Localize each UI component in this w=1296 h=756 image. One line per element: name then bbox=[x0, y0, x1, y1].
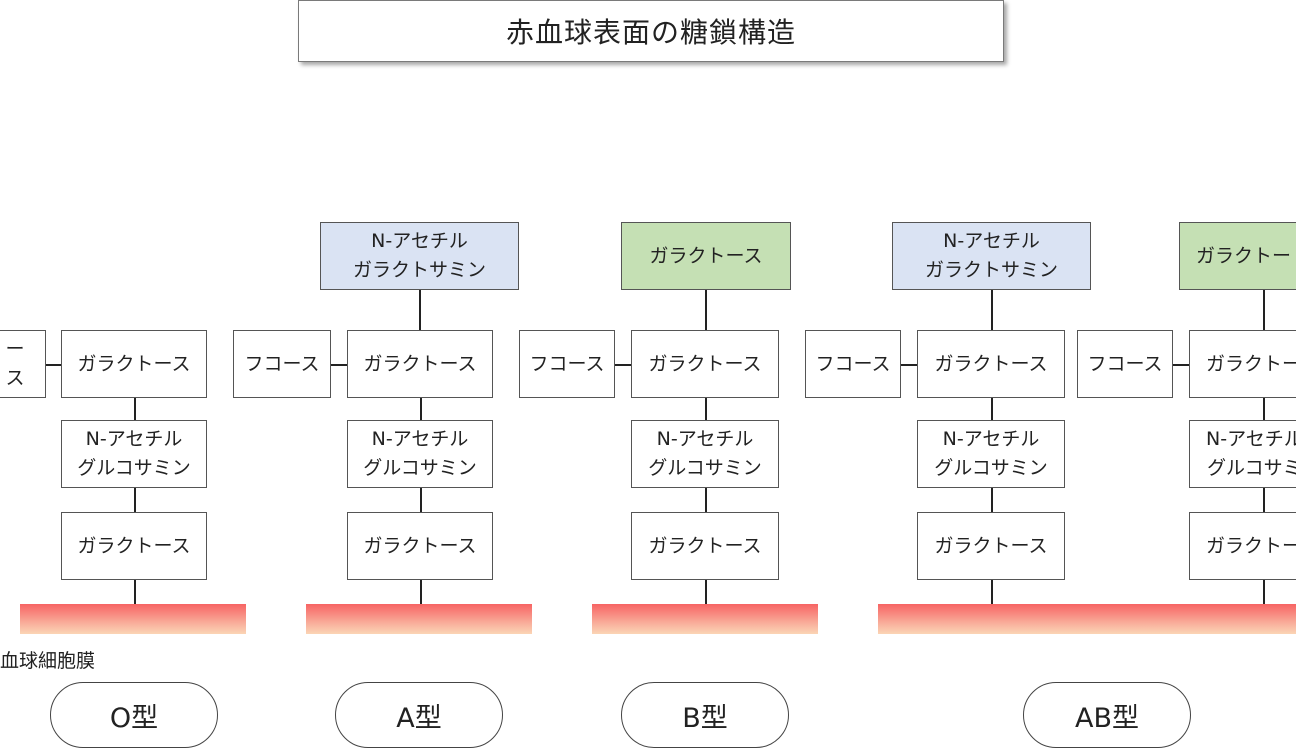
link-o-2 bbox=[134, 488, 136, 512]
diagram-title: 赤血球表面の糖鎖構造 bbox=[298, 0, 1004, 62]
link-a-1 bbox=[420, 398, 422, 420]
glcnac-box-ab-a: N-アセチル グルコサミン bbox=[917, 420, 1065, 488]
fucose-link-o bbox=[46, 364, 61, 366]
fucose-box-o: ース bbox=[0, 330, 46, 398]
blood-type-ab: AB型 bbox=[1023, 682, 1191, 748]
fucose-link-ab-a bbox=[901, 364, 917, 366]
link-o-3 bbox=[134, 580, 136, 604]
link-b-3 bbox=[705, 580, 707, 604]
link-b-2 bbox=[705, 488, 707, 512]
link-ab-b-2 bbox=[1263, 488, 1265, 512]
link-ab-b-3 bbox=[1263, 580, 1265, 604]
galactose-terminal-box-b: ガラクトース bbox=[621, 222, 791, 290]
galactose-terminal-box-ab: ガラクトー bbox=[1179, 222, 1296, 290]
galactose-box-b-upper: ガラクトース bbox=[631, 330, 779, 398]
fucose-box-ab-b: フコース bbox=[1077, 330, 1173, 398]
galactose-box-ab-b-upper: ガラクトー bbox=[1189, 330, 1296, 398]
fucose-box-ab-a: フコース bbox=[805, 330, 901, 398]
link-o-1 bbox=[134, 398, 136, 420]
glcnac-box-a: N-アセチル グルコサミン bbox=[347, 420, 493, 488]
link-ab-b-0 bbox=[1263, 290, 1265, 330]
galactose-box-ab-a-lower: ガラクトース bbox=[917, 512, 1065, 580]
membrane-o bbox=[20, 604, 246, 634]
fucose-box-a: フコース bbox=[233, 330, 331, 398]
link-ab-a-3 bbox=[991, 580, 993, 604]
galnac-box-ab: N-アセチル ガラクトサミン bbox=[892, 222, 1091, 290]
glcnac-box-o: N-アセチル グルコサミン bbox=[61, 420, 207, 488]
galactose-box-ab-a-upper: ガラクトース bbox=[917, 330, 1065, 398]
galactose-box-a-upper: ガラクトース bbox=[347, 330, 493, 398]
link-a-3 bbox=[420, 580, 422, 604]
fucose-link-ab-b bbox=[1173, 364, 1189, 366]
fucose-link-b bbox=[615, 364, 631, 366]
link-b-1 bbox=[705, 398, 707, 420]
membrane-b bbox=[592, 604, 818, 634]
blood-type-o: O型 bbox=[50, 682, 218, 748]
link-ab-b-1 bbox=[1263, 398, 1265, 420]
galactose-box-o-upper: ガラクトース bbox=[61, 330, 207, 398]
link-a-2 bbox=[420, 488, 422, 512]
galactose-box-b-lower: ガラクトース bbox=[631, 512, 779, 580]
membrane-ab bbox=[878, 604, 1296, 634]
galactose-box-a-lower: ガラクトース bbox=[347, 512, 493, 580]
galactose-box-ab-b-lower: ガラクトー bbox=[1189, 512, 1296, 580]
blood-type-a: A型 bbox=[335, 682, 503, 748]
galnac-box-a: N-アセチル ガラクトサミン bbox=[320, 222, 519, 290]
link-ab-a-2 bbox=[991, 488, 993, 512]
galactose-box-o-lower: ガラクトース bbox=[61, 512, 207, 580]
fucose-link-a bbox=[331, 364, 347, 366]
blood-type-b: B型 bbox=[621, 682, 789, 748]
fucose-box-b: フコース bbox=[519, 330, 615, 398]
link-a-0 bbox=[419, 290, 421, 330]
link-ab-a-0 bbox=[991, 290, 993, 330]
glcnac-box-b: N-アセチル グルコサミン bbox=[631, 420, 779, 488]
glcnac-box-ab-b: N-アセチル グルコサミ bbox=[1189, 420, 1296, 488]
link-b-0 bbox=[705, 290, 707, 330]
link-ab-a-1 bbox=[991, 398, 993, 420]
membrane-a bbox=[306, 604, 532, 634]
membrane-label: 血球細胞膜 bbox=[0, 650, 96, 672]
